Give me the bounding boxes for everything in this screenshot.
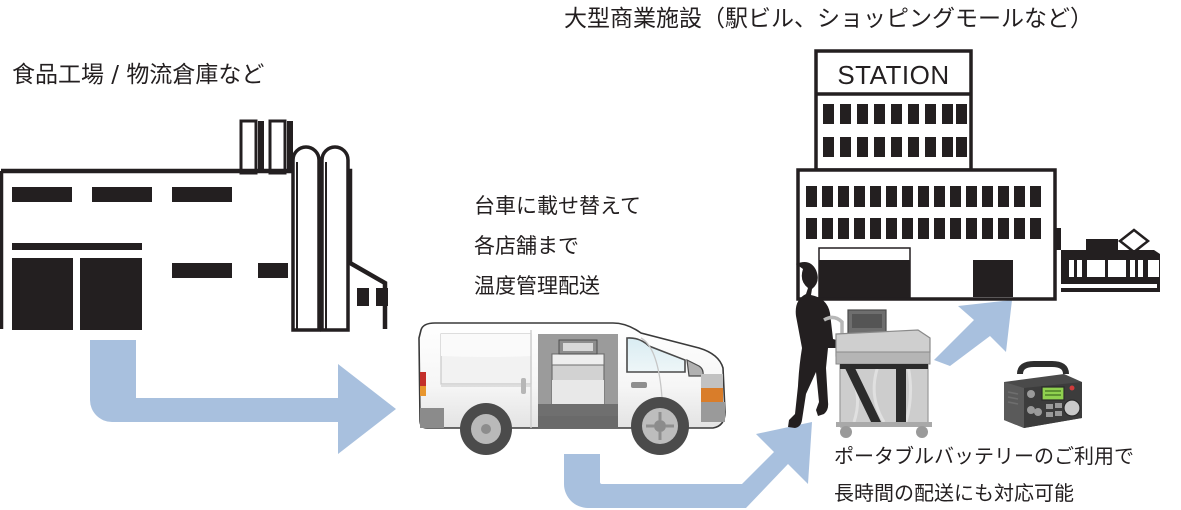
factory-doors bbox=[12, 258, 142, 330]
station-illustration: STATION bbox=[795, 48, 1075, 304]
factory-silos bbox=[291, 145, 350, 332]
cart-handle bbox=[823, 315, 844, 428]
battery-note-line1: ポータブルバッテリーのご利用で bbox=[834, 444, 1134, 468]
van-rear-wheel bbox=[460, 403, 512, 455]
battery-outlets bbox=[1027, 390, 1062, 417]
delivery-van-illustration bbox=[413, 316, 733, 464]
origin-label: 食品工場 / 物流倉庫など bbox=[12, 62, 265, 88]
worker-and-cart-illustration bbox=[758, 252, 938, 438]
factory-band-windows bbox=[12, 187, 232, 202]
factory-lower-windows bbox=[172, 263, 288, 278]
van-front-wheel bbox=[631, 397, 689, 455]
factory-ledge bbox=[12, 243, 142, 250]
middle-step-line3: 温度管理配送 bbox=[474, 274, 600, 298]
middle-step-line1: 台車に載せ替えて bbox=[474, 194, 641, 218]
middle-step-line2: 各店舗まで bbox=[474, 234, 579, 258]
arrow-van-to-cart bbox=[560, 412, 830, 510]
arrow-factory-to-van bbox=[88, 336, 400, 458]
train-illustration bbox=[1056, 228, 1168, 300]
station-entrance bbox=[818, 247, 911, 298]
cart-wheels bbox=[840, 426, 928, 438]
factory-chimneys bbox=[239, 119, 293, 175]
cart-straps bbox=[840, 364, 928, 424]
delivery-worker-silhouette bbox=[788, 262, 854, 428]
destination-label: 大型商業施設（駅ビル、ショッピングモールなど） bbox=[564, 6, 1093, 32]
station-side-opening bbox=[973, 260, 1013, 297]
factory-annex-windows bbox=[357, 288, 388, 306]
battery-vent bbox=[1007, 391, 1019, 405]
arrow-cart-to-station bbox=[928, 296, 1016, 368]
station-wing-windows bbox=[806, 186, 1041, 239]
portable-battery-illustration bbox=[1000, 358, 1086, 432]
station-tower-windows bbox=[823, 104, 967, 157]
station-sign-text: STATION bbox=[837, 60, 950, 90]
factory-illustration bbox=[0, 115, 400, 332]
battery-note-line2: 長時間の配送にも対応可能 bbox=[834, 481, 1074, 505]
